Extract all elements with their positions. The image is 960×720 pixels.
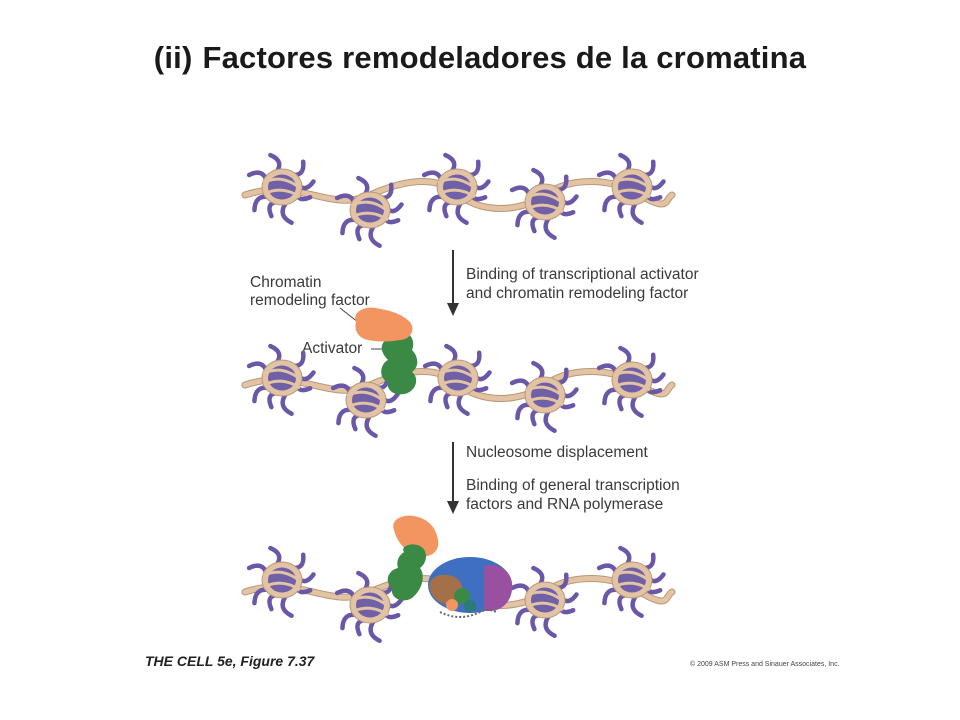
nucleosome (509, 565, 579, 638)
down-arrow-step2 (447, 442, 459, 514)
nucleosome (509, 360, 579, 433)
remodeler-complex-row2 (355, 307, 418, 395)
gtf-green (454, 588, 470, 604)
step1-text-line2: and chromatin remodeling factor (466, 285, 688, 302)
figure-caption: THE CELL 5e, Figure 7.37 (145, 653, 316, 669)
rna-polymerase-purple (484, 565, 513, 612)
nucleosome (334, 570, 404, 643)
nucleosome (330, 365, 400, 438)
copyright-credit: © 2009 ASM Press and Sinauer Associates,… (690, 660, 840, 668)
label-chromatin-remodeling-factor-2: remodeling factor (250, 292, 370, 309)
nucleosome (246, 343, 316, 416)
nucleosome (246, 152, 316, 225)
gtf-orange (446, 599, 458, 611)
title-number: (ii) (153, 40, 193, 75)
activator-shape (381, 329, 418, 395)
nucleosome (246, 545, 316, 618)
gtf-teal (464, 600, 476, 612)
dna-under-polymerase (439, 609, 497, 618)
remodeling-factor-shape-row3 (393, 515, 439, 557)
step2-text-line2: factors and RNA polymerase (466, 496, 663, 513)
nucleosome (334, 175, 404, 248)
remodeling-factor-shape (355, 307, 413, 342)
slide-title: (ii) Factores remodeladores de la cromati… (0, 40, 960, 76)
chromatin-row-activator-bound (241, 343, 676, 438)
step2-text-displacement: Nucleosome displacement (466, 444, 648, 461)
nucleosome (596, 545, 666, 618)
nucleosome (596, 152, 666, 225)
nucleosome (421, 152, 491, 225)
title-text: Factores remodeladores de la cromatina (202, 40, 807, 75)
nucleosome (422, 343, 492, 416)
label-chromatin-remodeling-factor-1: Chromatin (250, 274, 322, 291)
label-activator: Activator (302, 340, 362, 357)
transcription-complex-row3 (387, 515, 513, 618)
down-arrow-step1 (447, 250, 459, 316)
nucleosome (509, 167, 579, 240)
activator-shape-row3 (387, 544, 426, 601)
step1-text-line1: Binding of transcriptional activator (466, 266, 699, 283)
nucleosome (596, 345, 666, 418)
chromatin-row-initial (241, 152, 676, 248)
step2-text-line1: Binding of general transcription (466, 477, 680, 494)
